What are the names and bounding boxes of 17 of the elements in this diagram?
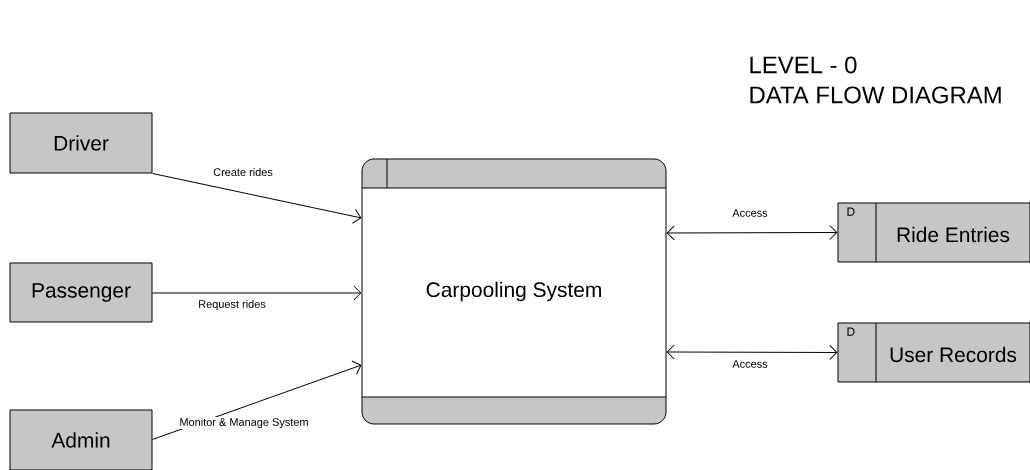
arrow	[152, 285, 362, 301]
entity-box: Admin	[9, 409, 153, 470]
arrow	[152, 173, 362, 224]
edge-label: Access	[732, 209, 768, 217]
data-store: D Ride Entries	[837, 202, 1030, 263]
edge-label: Monitor & Manage System	[180, 417, 308, 429]
title: LEVEL - 0	[750, 56, 857, 74]
process-box: Carpooling System	[361, 158, 667, 425]
entity-box: Driver	[9, 112, 153, 174]
edge-label: Create rides	[213, 167, 273, 176]
entity-box: Passenger	[9, 262, 153, 323]
data-store: D User Records	[837, 322, 1030, 383]
edge-label: Request rides	[199, 299, 266, 311]
arrow	[666, 344, 838, 360]
edge-label: Access	[732, 360, 768, 368]
arrow	[666, 225, 838, 241]
title: DATA FLOW DIAGRAM	[750, 86, 1001, 104]
